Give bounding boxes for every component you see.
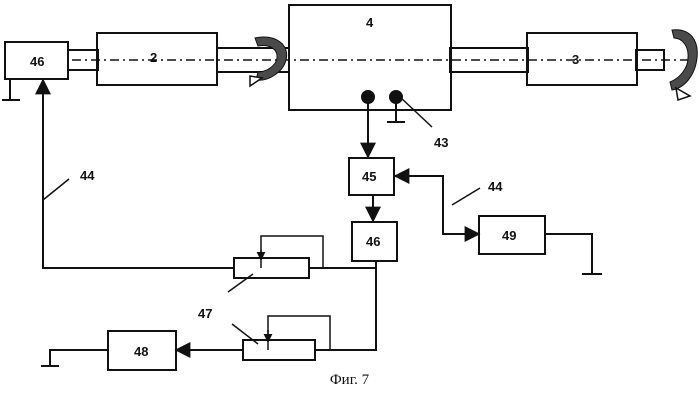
terminal-dot-output: [362, 91, 374, 103]
rotation-arrow-right-icon: [670, 30, 697, 100]
label-46-mid: 46: [366, 234, 380, 249]
potentiometer-lower: [243, 340, 315, 360]
label-44-right: 44: [488, 179, 503, 194]
label-45: 45: [362, 169, 376, 184]
rotation-arrow-left-icon: [250, 37, 287, 86]
potentiometer-upper: [234, 258, 309, 278]
label-44-left: 44: [80, 168, 95, 183]
label-49: 49: [502, 228, 516, 243]
block-3: [527, 33, 637, 85]
label-46-left: 46: [30, 54, 44, 69]
figure-caption: Фиг. 7: [0, 372, 699, 389]
label-2: 2: [150, 50, 157, 65]
label-4: 4: [366, 15, 374, 30]
label-47: 47: [198, 306, 212, 321]
label-48: 48: [134, 344, 148, 359]
label-43: 43: [434, 135, 448, 150]
label-3: 3: [572, 52, 579, 67]
